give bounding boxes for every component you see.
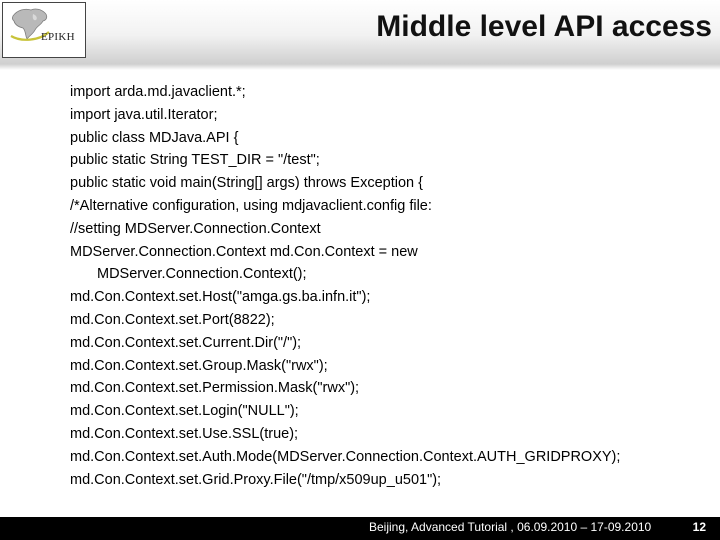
code-line: md.Con.Context.set.Permission.Mask("rwx"… xyxy=(70,380,360,397)
code-line: MDServer.Connection.Context(); xyxy=(97,266,307,283)
code-line: public static void main(String[] args) t… xyxy=(70,175,423,192)
code-line: import arda.md.javaclient.*; xyxy=(70,84,246,100)
code-line: MDServer.Connection.Context md.Con.Conte… xyxy=(70,243,418,260)
code-line: //setting MDServer.Connection.Context xyxy=(70,220,321,237)
code-line: md.Con.Context.set.Current.Dir("/"); xyxy=(70,334,302,351)
code-line: md.Con.Context.set.Group.Mask("rwx"); xyxy=(70,357,328,374)
code-line: public static String TEST_DIR = "/test"; xyxy=(70,152,320,169)
code-line: md.Con.Context.set.Port(8822); xyxy=(70,311,275,328)
code-listing: import arda.md.javaclient.*; import java… xyxy=(70,81,710,491)
slide-title: Middle level API access xyxy=(376,10,712,43)
page-number: 12 xyxy=(692,520,706,534)
code-line: md.Con.Context.set.Host("amga.gs.ba.infn… xyxy=(70,289,371,306)
slide-header: EPIKH Middle level API access xyxy=(0,0,720,65)
code-line: /*Alternative configuration, using mdjav… xyxy=(70,197,432,214)
code-line: import java.util.Iterator; xyxy=(70,106,218,123)
code-line: public class MDJava.API { xyxy=(70,129,239,146)
header-shadow xyxy=(0,64,720,70)
footer-text: Beijing, Advanced Tutorial , 06.09.2010 … xyxy=(369,520,652,534)
code-line: md.Con.Context.set.Use.SSL(true); xyxy=(70,425,299,442)
logo-text: EPIKH xyxy=(41,31,75,43)
world-map-icon xyxy=(10,8,50,41)
code-line: md.Con.Context.set.Auth.Mode(MDServer.Co… xyxy=(70,448,621,465)
slide-footer: Beijing, Advanced Tutorial , 06.09.2010 … xyxy=(0,517,720,540)
epikh-logo: EPIKH xyxy=(2,2,86,58)
code-line: md.Con.Context.set.Grid.Proxy.File("/tmp… xyxy=(70,471,442,488)
code-line: md.Con.Context.set.Login("NULL"); xyxy=(70,403,299,420)
